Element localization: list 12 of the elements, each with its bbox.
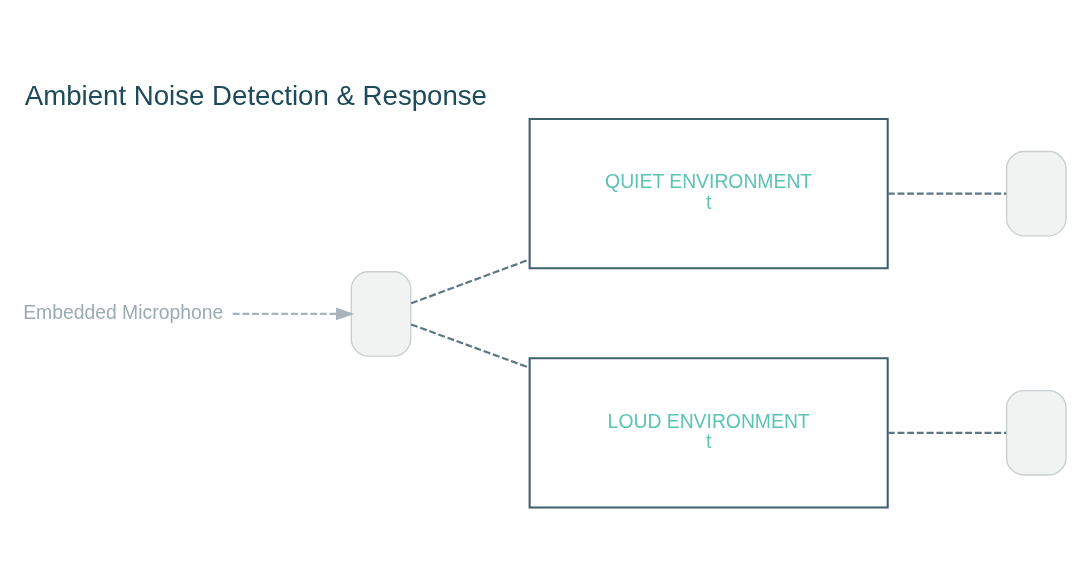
node-box: QUIET ENVIRONMENT t <box>528 117 889 270</box>
diagram-title: Ambient Noise Detection & Response <box>24 80 488 112</box>
node-box <box>350 271 412 357</box>
connector <box>410 323 530 369</box>
connector <box>887 431 1007 434</box>
node-box <box>1005 150 1067 237</box>
connector <box>887 192 1007 195</box>
node-text: Embedded Microphone <box>23 301 224 324</box>
connector <box>410 258 530 305</box>
node-box <box>1005 389 1067 476</box>
node-box: LOUD ENVIRONMENT t <box>528 357 889 509</box>
arrow <box>232 307 355 321</box>
